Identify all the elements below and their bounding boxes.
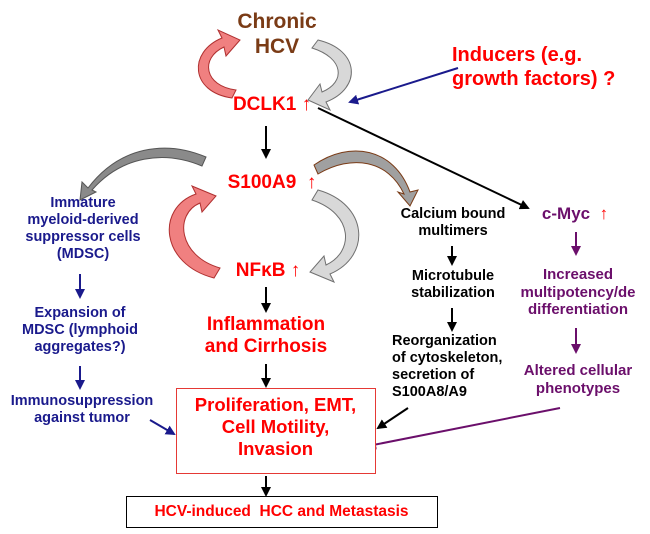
mdsc-line: (MDSC) xyxy=(56,246,110,263)
hcc-text: HCV-induced HCC and Metastasis xyxy=(154,503,409,520)
immuno-label: Immunosuppression against tumor xyxy=(2,393,162,427)
arrow-immuno-proliferation xyxy=(149,419,176,436)
calcium-label: Calcium bound multimers xyxy=(388,206,518,240)
arrow-inducers-dclk1 xyxy=(348,67,459,105)
proliferation-line: Proliferation, EMT, xyxy=(194,394,357,415)
expansion-label: Expansion of MDSC (lymphoid aggregates?) xyxy=(10,305,150,356)
cmyc-text: c-Myc xyxy=(541,204,591,223)
arc-arrow-to-mdsc xyxy=(79,147,207,201)
reorg-line: secretion of xyxy=(392,367,475,384)
altered-line: Altered cellular xyxy=(523,362,633,379)
hcc-box: HCV-induced HCC and Metastasis xyxy=(126,496,438,528)
inflammation-line: Inflammation xyxy=(206,314,326,335)
s100a9-text: S100A9 xyxy=(227,172,297,193)
dclk1-label: DCLK1 ↑ xyxy=(222,94,322,116)
microtubule-line: stabilization xyxy=(411,285,495,302)
reorg-label: Reorganization of cytoskeleton, secretio… xyxy=(392,333,522,401)
calcium-line: Calcium bound xyxy=(400,206,506,222)
chronic-hcv-line2: HCV xyxy=(254,34,300,58)
immuno-line: Immunosuppression xyxy=(10,393,154,409)
arc-arrow-to-calcium xyxy=(313,150,419,207)
expansion-line: Expansion of xyxy=(34,305,126,321)
s100a9-label: S100A9 ↑ xyxy=(212,172,332,194)
altered-line: phenotypes xyxy=(535,379,621,397)
cmyc-label: c-Myc ↑ xyxy=(530,204,620,224)
inflammation-label: Inflammation and Cirrhosis xyxy=(186,314,346,359)
multipotency-line: Increased xyxy=(542,266,614,283)
altered-label: Altered cellular phenotypes xyxy=(518,362,638,397)
mdsc-line: Immature xyxy=(50,195,116,211)
reorg-line: of cytoskeleton, xyxy=(392,350,503,367)
calcium-line: multimers xyxy=(418,223,488,240)
cycle-arrow-hcv-to-dclk1 xyxy=(307,39,352,112)
microtubule-label: Microtubule stabilization xyxy=(398,268,508,302)
inflammation-line: and Cirrhosis xyxy=(204,336,328,358)
arrow-reorg-proliferation xyxy=(376,407,409,430)
chronic-hcv-label: Chronic HCV xyxy=(222,10,332,60)
reorg-line: Reorganization xyxy=(392,333,497,349)
arrow-dclk1-cmyc xyxy=(317,107,530,210)
inducers-label: Inducers (e.g. growth factors) ? xyxy=(452,44,642,91)
nfkb-text: NFκB xyxy=(235,260,286,281)
reorg-line: S100A8/A9 xyxy=(392,384,467,401)
mdsc-label: Immature myeloid-derived suppressor cell… xyxy=(8,195,158,263)
multipotency-line: differentiation xyxy=(528,301,628,319)
up-arrow-icon: ↑ xyxy=(306,172,317,193)
immuno-line: against tumor xyxy=(34,410,130,427)
cycle-arrow-dclk1-to-hcv xyxy=(197,28,241,99)
mdsc-line: suppressor cells xyxy=(25,229,141,246)
up-arrow-icon: ↑ xyxy=(290,260,301,281)
dclk1-text: DCLK1 xyxy=(232,94,297,115)
multipotency-label: Increased multipotency/de differentiatio… xyxy=(515,266,641,319)
up-arrow-icon: ↑ xyxy=(301,94,312,115)
expansion-line: MDSC (lymphoid xyxy=(22,322,138,339)
microtubule-line: Microtubule xyxy=(411,268,495,284)
mdsc-line: myeloid-derived xyxy=(27,212,139,229)
expansion-line: aggregates?) xyxy=(34,339,126,356)
arrow-altered-proliferation xyxy=(366,407,561,450)
multipotency-line: multipotency/de xyxy=(520,283,636,301)
proliferation-text: Proliferation, EMT, Cell Motility, Invas… xyxy=(177,394,374,459)
cycle-arrow-nfkb-to-s100a9 xyxy=(168,185,221,279)
proliferation-line: Invasion xyxy=(237,437,314,459)
proliferation-box: Proliferation, EMT, Cell Motility, Invas… xyxy=(176,388,376,474)
nfkb-label: NFκB ↑ xyxy=(222,260,314,282)
cycle-arrow-s100a9-to-nfkb xyxy=(309,189,360,283)
inducers-line1: Inducers (e.g. xyxy=(452,44,583,66)
up-arrow-icon: ↑ xyxy=(599,204,609,223)
inducers-line2: growth factors) ? xyxy=(452,67,616,90)
chronic-hcv-line1: Chronic xyxy=(237,10,317,33)
proliferation-line: Cell Motility, xyxy=(221,415,330,437)
